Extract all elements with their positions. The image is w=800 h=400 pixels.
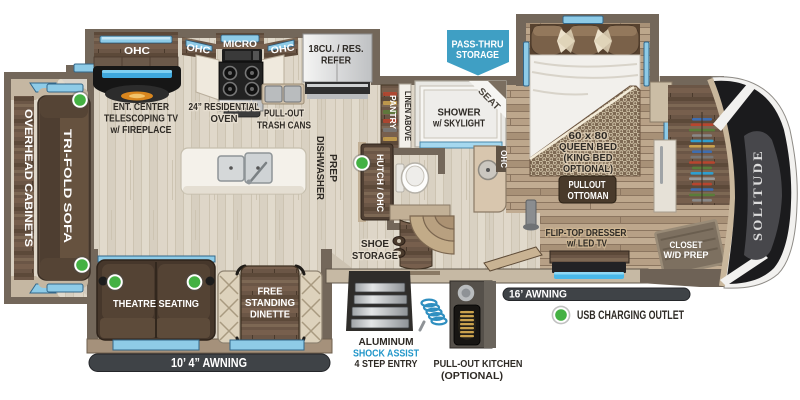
svg-text:THEATRE SEATING: THEATRE SEATING	[113, 298, 199, 310]
svg-text:OVERHEAD CABINETS: OVERHEAD CABINETS	[22, 109, 34, 247]
svg-text:OVEN: OVEN	[211, 114, 238, 125]
svg-text:W/D PREP: W/D PREP	[664, 250, 710, 261]
svg-text:PREP: PREP	[327, 154, 339, 182]
svg-text:PULL-OUT KITCHEN: PULL-OUT KITCHEN	[434, 358, 523, 370]
svg-text:STORAGE: STORAGE	[352, 251, 398, 262]
svg-text:PANTRY: PANTRY	[388, 95, 398, 129]
svg-text:60 x 80: 60 x 80	[569, 130, 608, 142]
svg-text:OPTIONAL): OPTIONAL)	[563, 163, 613, 175]
svg-text:HUTCH / OHC: HUTCH / OHC	[375, 154, 385, 212]
svg-text:OHC: OHC	[124, 45, 150, 57]
svg-text:DINETTE: DINETTE	[250, 309, 290, 321]
svg-text:SHOE: SHOE	[361, 239, 389, 250]
svg-text:USB CHARGING OUTLET: USB CHARGING OUTLET	[577, 308, 684, 322]
svg-text:STORAGE: STORAGE	[456, 49, 499, 61]
svg-text:REFER: REFER	[321, 56, 352, 67]
svg-text:MICRO: MICRO	[223, 39, 257, 50]
svg-text:w/ LED TV: w/ LED TV	[566, 238, 607, 250]
svg-text:TRASH CANS: TRASH CANS	[257, 121, 311, 132]
svg-text:(KING BED: (KING BED	[564, 152, 613, 164]
svg-text:QUEEN BED: QUEEN BED	[559, 141, 617, 153]
svg-text:4 STEP ENTRY: 4 STEP ENTRY	[355, 358, 418, 370]
svg-text:OHC: OHC	[186, 42, 211, 56]
svg-text:OHC: OHC	[270, 42, 295, 56]
svg-text:24” RESIDENTIAL: 24” RESIDENTIAL	[189, 102, 260, 113]
svg-text:PULL-OUT: PULL-OUT	[264, 109, 304, 120]
svg-text:OHC: OHC	[499, 150, 508, 168]
svg-text:16’ AWNING: 16’ AWNING	[509, 289, 567, 301]
svg-text:PULLOUT: PULLOUT	[569, 180, 606, 191]
svg-text:TELESCOPING TV: TELESCOPING TV	[104, 114, 178, 125]
svg-text:DISHWASHER: DISHWASHER	[314, 136, 326, 200]
svg-text:OTTOMAN: OTTOMAN	[568, 191, 609, 202]
svg-text:TRI-FOLD SOFA: TRI-FOLD SOFA	[61, 129, 73, 243]
svg-text:SHOCK ASSIST: SHOCK ASSIST	[353, 348, 419, 360]
svg-text:ENT. CENTER: ENT. CENTER	[113, 102, 170, 113]
svg-text:LINEN ABOVE: LINEN ABOVE	[403, 91, 412, 142]
svg-text:ALUMINUM: ALUMINUM	[359, 336, 414, 348]
svg-text:STANDING: STANDING	[245, 297, 295, 309]
svg-text:CLOSET: CLOSET	[670, 240, 703, 251]
svg-text:SHOWER: SHOWER	[438, 107, 481, 119]
svg-text:PASS-THRU: PASS-THRU	[452, 39, 504, 51]
svg-text:18CU. / RES.: 18CU. / RES.	[309, 44, 364, 55]
svg-text:SOLITUDE: SOLITUDE	[751, 149, 765, 241]
svg-text:FLIP-TOP DRESSER: FLIP-TOP DRESSER	[546, 227, 627, 239]
svg-text:(OPTIONAL): (OPTIONAL)	[441, 370, 503, 382]
svg-text:w/ FIREPLACE: w/ FIREPLACE	[110, 125, 172, 136]
svg-text:10’ 4” AWNING: 10’ 4” AWNING	[171, 356, 247, 370]
svg-text:w/ SKYLIGHT: w/ SKYLIGHT	[432, 119, 485, 130]
svg-text:FREE: FREE	[258, 286, 283, 298]
